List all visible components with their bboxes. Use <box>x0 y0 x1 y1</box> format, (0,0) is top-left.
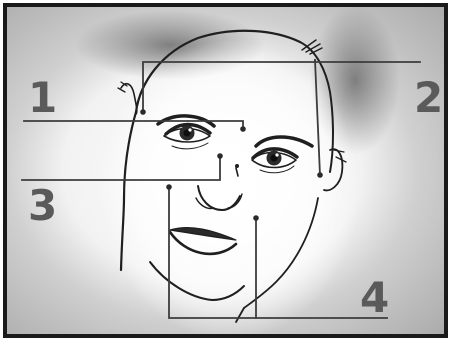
anchor-dot-2 <box>317 172 323 178</box>
region-number-3: 3 <box>28 181 57 230</box>
right-eye-highlight <box>275 153 278 156</box>
anchor-dot-4-left <box>166 184 172 190</box>
left-eye-highlight <box>188 128 191 131</box>
region-number-2: 2 <box>414 73 443 122</box>
inner-eye-dot <box>235 164 239 168</box>
anchor-dot-forehead <box>240 126 246 132</box>
region-number-4: 4 <box>360 273 389 322</box>
anchor-dot-3 <box>217 153 223 159</box>
region-number-1: 1 <box>28 73 57 122</box>
anchor-dot-1 <box>140 109 146 115</box>
anchor-dot-4-right <box>253 215 259 221</box>
